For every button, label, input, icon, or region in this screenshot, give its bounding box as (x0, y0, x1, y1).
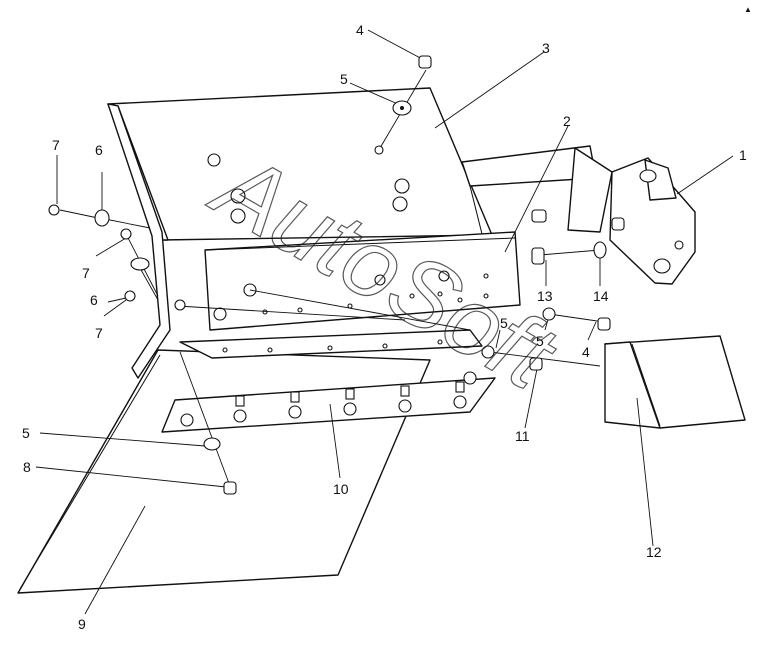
callout-4-right: 4 (582, 344, 590, 360)
callout-1: 1 (739, 147, 747, 163)
part-4-bolt-top (418, 55, 432, 69)
part-6-washer-a (94, 209, 110, 227)
part-5-washer-bottom (203, 437, 221, 451)
callout-9: 9 (78, 616, 86, 632)
side-skirt-plate (107, 103, 171, 379)
callout-5-top: 5 (340, 71, 348, 87)
part-5-washer-right (542, 307, 556, 321)
callout-6-bottom: 6 (90, 292, 98, 308)
part-14-washer (593, 241, 607, 259)
part-7-nut-a (48, 204, 60, 216)
callout-10: 10 (333, 481, 349, 497)
callout-14: 14 (593, 288, 609, 304)
callout-11: 11 (515, 428, 530, 444)
part-7-nut-b (120, 228, 132, 240)
callout-4-top: 4 (356, 22, 364, 38)
callout-3: 3 (542, 40, 550, 56)
callout-5-mid: 5 (500, 315, 508, 331)
strip-nut (463, 371, 477, 385)
callout-6-top: 6 (95, 142, 103, 158)
bracket-nut (174, 299, 186, 311)
callout-8: 8 (23, 459, 31, 475)
part-5-nut-top (374, 145, 384, 155)
part-2-mid-bracket (204, 231, 521, 331)
part-8-bolt (223, 481, 237, 495)
corner-mark: ▲ (744, 5, 752, 14)
callout-5-right: 5 (536, 333, 544, 349)
part-11-bolt (529, 357, 543, 371)
leader-lines (35, 29, 734, 615)
callout-5-bottom: 5 (22, 425, 30, 441)
callout-7-mid: 7 (82, 265, 90, 281)
callout-7-top: 7 (52, 137, 60, 153)
lower-angle-bracket (179, 329, 483, 359)
part-5-washer-mid (481, 345, 495, 359)
callout-2: 2 (563, 113, 571, 129)
callout-13: 13 (537, 288, 553, 304)
part-6-washer-b (130, 257, 150, 271)
part-10-nut-strip (161, 377, 496, 433)
callout-12: 12 (646, 544, 662, 560)
part-7-nut-c (124, 290, 136, 302)
loose-hardware (48, 55, 611, 495)
callout-7-bottom: 7 (95, 325, 103, 341)
callout-labels: 1 2 3 4 5 7 6 7 6 7 13 14 5 5 4 11 5 8 1… (22, 22, 747, 632)
part-4-bolt-right (597, 317, 611, 331)
part-12-cover (604, 335, 746, 429)
part-13-bolt (531, 247, 545, 265)
